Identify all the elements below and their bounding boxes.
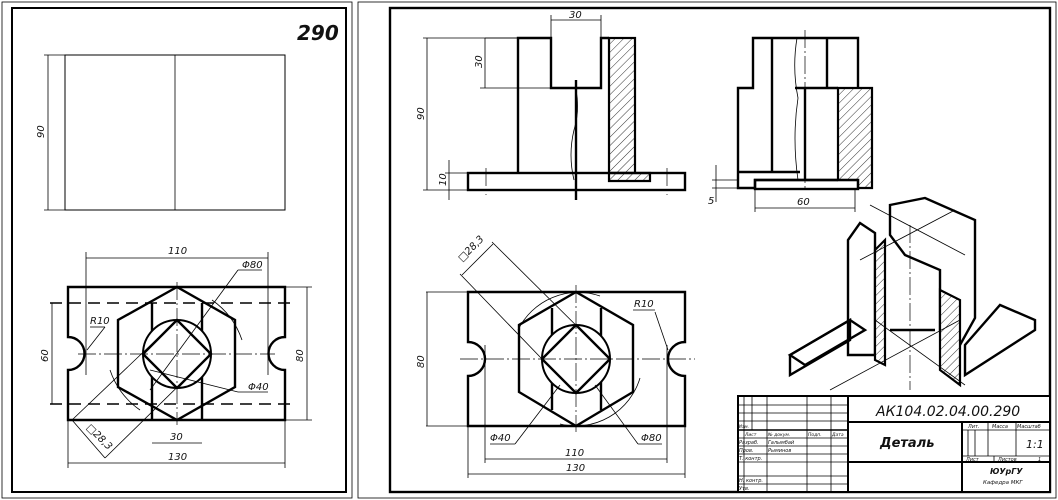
sheets-label: Листов	[997, 457, 1017, 463]
role-norm-control: Н. контр.	[739, 478, 763, 484]
left-plan-view: 110 Φ80 R10 60 80 Φ40 30 □28,3 13	[40, 246, 312, 468]
dim-90: 90	[416, 107, 427, 120]
dim-30: 30	[170, 432, 183, 443]
lit-label: Лит.	[967, 424, 980, 430]
dim-60: 60	[797, 197, 810, 208]
scale-label: Масштаб	[1017, 424, 1041, 430]
col-list: Лист	[744, 432, 757, 438]
dim-110: 110	[565, 448, 584, 459]
scale-value: 1:1	[1026, 438, 1044, 451]
left-front-view: 90	[36, 54, 286, 211]
dim-130: 130	[168, 452, 187, 463]
part-name: Деталь	[879, 436, 934, 451]
mass-label: Масса	[992, 424, 1008, 430]
dim-r10: R10	[90, 316, 110, 327]
right-front-view: 30 30 90 10	[416, 10, 687, 200]
sheets-value: 1	[1038, 457, 1041, 463]
right-plan-view: □28,3 R10 80 Φ40 Φ80 110 130	[416, 234, 695, 478]
role-developer: Разраб.	[739, 440, 759, 446]
dim-80: 80	[416, 355, 427, 368]
dim-60: 60	[40, 349, 51, 362]
right-sheet: 30 30 90 10	[357, 1, 1057, 499]
role-checker: Пров.	[739, 448, 754, 454]
title-block: Изм. Лист № докум. Подп. Дата Разраб. Га…	[737, 395, 1051, 493]
sheet-label: Лист	[965, 457, 980, 463]
dim-phi40: Φ40	[248, 382, 269, 393]
dim-30-top: 30	[569, 10, 582, 21]
dim-phi80: Φ80	[641, 433, 662, 444]
sheet-number: 290	[297, 21, 339, 45]
dim-r10: R10	[634, 299, 654, 310]
col-izm: Изм.	[739, 424, 750, 430]
designation: АК104.02.04.00.290	[875, 404, 1020, 420]
dim-130: 130	[566, 463, 585, 474]
name-developer: Галымбай	[768, 440, 795, 446]
name-checker: Рыминов	[768, 448, 791, 454]
dim-90: 90	[36, 125, 47, 138]
dim-110: 110	[168, 246, 187, 257]
dim-80: 80	[295, 349, 306, 362]
dim-30-depth: 30	[474, 55, 485, 68]
organization: ЮУрГУ	[990, 467, 1023, 476]
dim-10: 10	[438, 173, 449, 186]
role-approved: Утв.	[739, 486, 750, 492]
left-sheet: 290 90 110	[1, 1, 353, 499]
dim-phi40: Φ40	[490, 433, 511, 444]
col-date: Дата	[831, 432, 844, 438]
department: Кафедра МКГ	[983, 480, 1023, 486]
isometric-view	[787, 196, 1037, 391]
role-tech-control: Т. контр.	[739, 456, 762, 462]
dim-phi80: Φ80	[242, 260, 263, 271]
dim-5: 5	[708, 196, 714, 207]
col-sign: Подп.	[808, 432, 822, 438]
right-side-view: 60 5	[708, 30, 874, 212]
col-doc: № докум.	[767, 432, 790, 438]
